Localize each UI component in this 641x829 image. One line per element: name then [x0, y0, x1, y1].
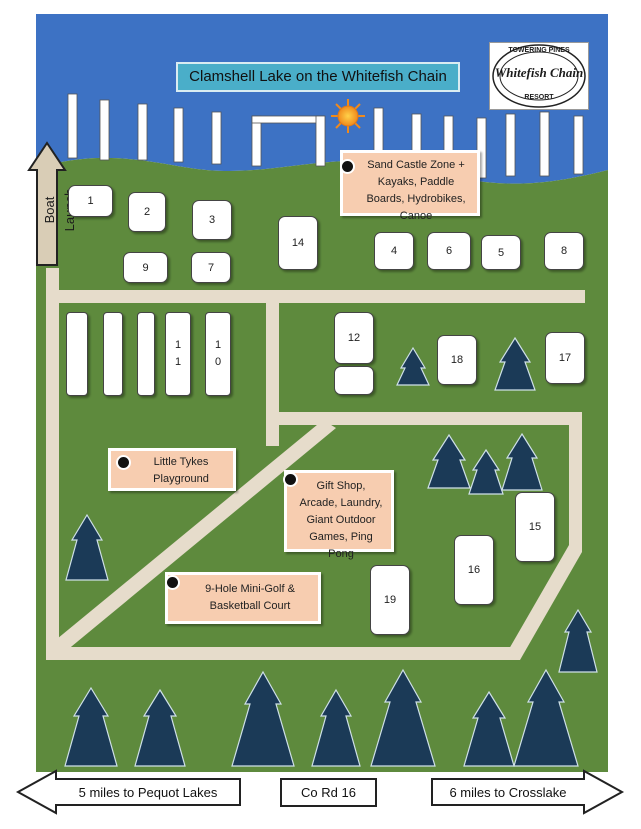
location-marker-icon: [165, 575, 180, 590]
cabin-number: 4: [390, 245, 398, 257]
cabin-12-annex[interactable]: [334, 366, 374, 395]
cabin-3[interactable]: 3: [192, 200, 232, 240]
cabin-number: 2: [143, 206, 151, 218]
resort-logo: TOWERING PINES Whitefish Chain RESORT: [489, 42, 589, 110]
cabin-10[interactable]: 1 0: [205, 312, 231, 396]
cabin-number-digit: 1: [214, 339, 222, 351]
tree-icon: [501, 432, 543, 491]
road-sign-center-box: [280, 778, 377, 807]
cabin-number: 15: [528, 521, 542, 533]
cabin-number-digit: 1: [174, 339, 182, 351]
cabin-long-3[interactable]: [137, 312, 155, 396]
paths: [46, 268, 585, 660]
cabin-number: 18: [450, 354, 464, 366]
boat-launch-arrow: [27, 141, 67, 266]
road-sign-pequot-lakes: 5 miles to Pequot Lakes: [78, 785, 218, 800]
cabin-number: 16: [467, 564, 481, 576]
amenity-text: Sand Castle Zone + Kayaks, Paddle Boards…: [366, 159, 466, 222]
cabin-18[interactable]: 16: [454, 535, 494, 605]
cabin-15[interactable]: 17: [545, 332, 585, 384]
road-sign-left-arrow: [15, 769, 241, 815]
cabin-number: 9: [142, 261, 149, 274]
gift-shop-label[interactable]: Gift Shop, Arcade, Laundry, Giant Outdoo…: [284, 470, 394, 560]
logo-emblem: [492, 44, 586, 108]
tree-icon: [463, 690, 515, 767]
road-sign-co-rd-16: Co Rd 16: [301, 785, 356, 800]
cabin-14[interactable]: 14: [278, 216, 318, 270]
cabin-number: 3: [208, 214, 216, 226]
cabin-11[interactable]: 1 1: [165, 312, 191, 396]
mini-golf-label[interactable]: 9-Hole Mini-Golf & Basketball Court: [165, 572, 321, 624]
cabin-number-digit: 1: [174, 356, 182, 368]
location-marker-icon: [283, 472, 298, 487]
cabin-4[interactable]: 4: [374, 232, 414, 270]
cabin-17[interactable]: 15: [515, 492, 555, 562]
location-marker-icon: [116, 455, 131, 470]
tree-icon: [558, 608, 598, 673]
tree-icon: [231, 670, 295, 767]
cabin-16[interactable]: 18: [437, 335, 477, 385]
cabin-1[interactable]: 1: [68, 185, 113, 217]
cabin-number: 14: [291, 237, 305, 249]
tree-icon: [513, 668, 579, 767]
boat-launch-label: Boat Launch: [42, 189, 77, 232]
cabin-long-1[interactable]: [66, 312, 88, 396]
tree-icon: [370, 668, 436, 767]
amenity-text: Gift Shop, Arcade, Laundry, Giant Outdoo…: [299, 480, 383, 560]
road-sign-crosslake: 6 miles to Crosslake: [449, 785, 567, 800]
trees: [64, 336, 598, 767]
tree-icon: [468, 448, 504, 495]
cabin-number: 5: [497, 246, 505, 259]
docks: [67, 93, 584, 179]
beach-amenities-label[interactable]: Sand Castle Zone + Kayaks, Paddle Boards…: [340, 150, 480, 222]
tree-icon: [64, 686, 118, 767]
cabin-8[interactable]: 8: [544, 232, 584, 270]
cabin-number: 17: [558, 352, 572, 364]
logo-bottom-text: RESORT: [524, 94, 554, 101]
tree-icon: [311, 688, 361, 767]
cabin-12[interactable]: 12: [334, 312, 374, 364]
amenity-text: 9-Hole Mini-Golf & Basketball Court: [205, 583, 295, 612]
cabin-7[interactable]: 7: [191, 252, 231, 283]
cabin-number: 7: [207, 261, 215, 274]
cabin-number: 8: [560, 245, 568, 257]
tree-icon: [427, 433, 471, 489]
cabin-6[interactable]: 6: [427, 232, 471, 270]
cabin-number: 6: [445, 245, 453, 257]
tree-icon: [134, 688, 186, 767]
cabin-5[interactable]: 5: [481, 235, 521, 270]
sun-icon: [331, 99, 365, 133]
cabin-number: 19: [383, 594, 397, 606]
cabin-number: 12: [347, 332, 361, 344]
cabin-number-digit: 0: [214, 356, 222, 368]
logo-main-text: Whitefish Chain: [494, 65, 584, 80]
cabin-long-2[interactable]: [103, 312, 123, 396]
tree-icon: [494, 336, 536, 391]
cabin-9[interactable]: 9: [123, 252, 168, 283]
cabin-19[interactable]: 19: [370, 565, 410, 635]
map-title: Clamshell Lake on the Whitefish Chain: [176, 62, 460, 92]
location-marker-icon: [340, 159, 355, 174]
road-sign-right-arrow: [431, 769, 625, 815]
playground-label[interactable]: Little Tykes Playground: [108, 448, 236, 491]
cabin-number: 1: [87, 195, 94, 207]
logo-top-text: TOWERING PINES: [508, 47, 570, 54]
tree-icon: [65, 513, 109, 581]
amenity-text: Little Tykes Playground: [153, 456, 209, 485]
cabin-2[interactable]: 2: [128, 192, 166, 232]
tree-icon: [396, 346, 430, 386]
